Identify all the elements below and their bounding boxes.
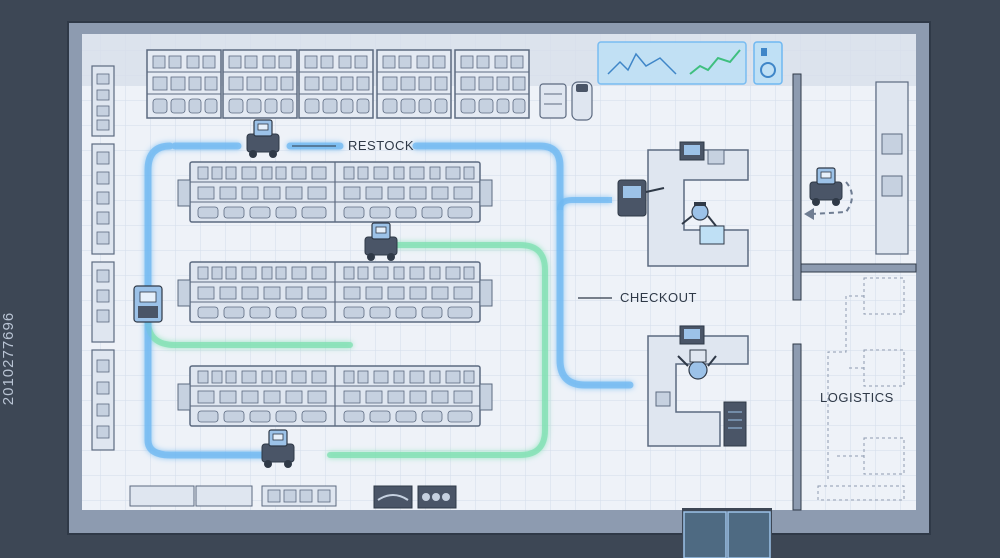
stock-id-watermark: 2010277696 (0, 311, 18, 406)
aisle-shelf-2 (177, 261, 493, 323)
zone-label-checkout: CHECKOUT (620, 290, 697, 305)
robot-icon[interactable] (133, 285, 163, 323)
zone-label-logistics: LOGISTICS (820, 390, 894, 405)
bottom-wall-fixtures (129, 485, 457, 509)
left-wall-shelving (91, 65, 115, 451)
loop-route (144, 320, 270, 459)
checkout-route (557, 197, 612, 211)
logistics-partition (792, 73, 917, 511)
dashboard-chart-icon (597, 41, 783, 85)
entrance-doors[interactable] (682, 508, 772, 558)
cashier-robot-icon (681, 202, 717, 227)
checkout-counter-2 (647, 325, 749, 447)
trash-bin-icon (539, 81, 593, 121)
back-wall-shelves (146, 49, 530, 119)
zone-label-restock: RESTOCK (348, 138, 415, 153)
aisle-shelf-3 (177, 365, 493, 427)
cashier-robot-icon (677, 349, 717, 380)
aisle-shelf-1 (177, 161, 493, 223)
aisle-shelves (177, 161, 493, 427)
cashier-robot-icon (617, 179, 665, 217)
arrow-icon (804, 208, 814, 220)
arrow-icon (811, 181, 853, 215)
checkout-counter-1 (647, 141, 749, 267)
monitor-icon (679, 325, 705, 345)
logistics-pallets (817, 277, 905, 501)
